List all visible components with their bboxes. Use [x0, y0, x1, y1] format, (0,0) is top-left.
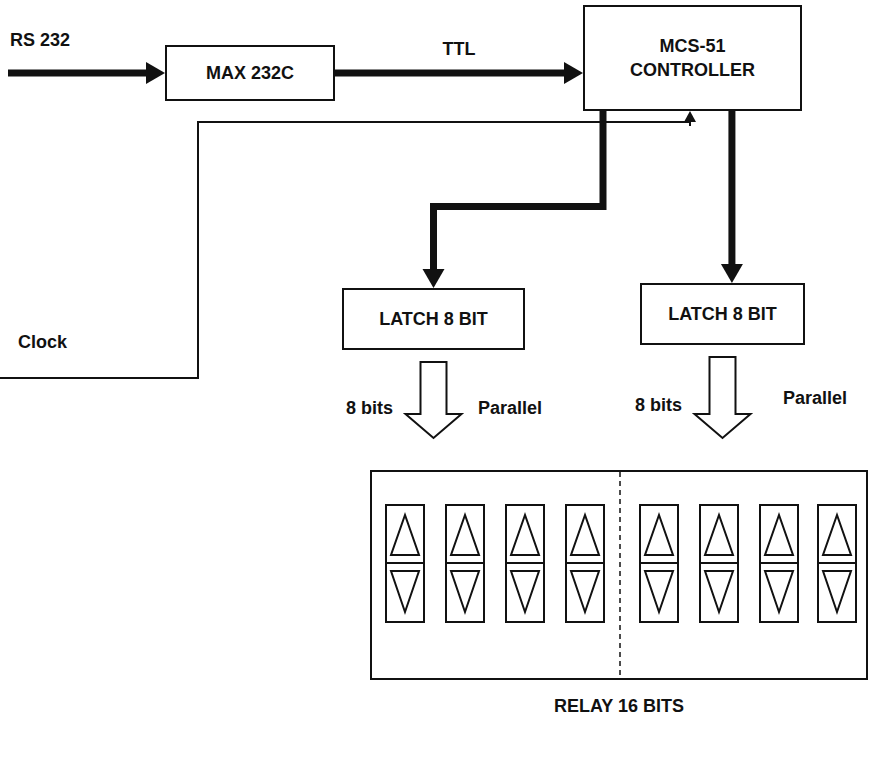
box-text: LATCH 8 BIT [668, 302, 777, 326]
latch-box: LATCH 8 BIT [342, 288, 525, 350]
bus-line [335, 70, 565, 77]
arrow-head [564, 62, 583, 84]
arrow-head [721, 264, 743, 283]
signal-label: RS 232 [10, 30, 70, 52]
connector [406, 362, 462, 438]
bus-type-label: Parallel [478, 398, 542, 420]
bus-width-label: 8 bits [635, 395, 682, 417]
controller-box: MCS-51 CONTROLLER [583, 5, 802, 111]
connector [423, 111, 604, 288]
connector [695, 357, 751, 438]
latch-box: LATCH 8 BIT [640, 283, 805, 345]
relay-cells [386, 472, 856, 678]
arrow-head [423, 269, 445, 288]
bus-line [728, 111, 735, 265]
relay-bank-box: RELAY 16 BITS [370, 470, 868, 680]
input-bus [8, 62, 165, 84]
box-text: LATCH 8 BIT [379, 307, 488, 331]
interface-chip-box: MAX 232C [165, 45, 335, 101]
box-text: MCS-51 CONTROLLER [595, 34, 790, 83]
connector [721, 111, 743, 283]
clock-line [0, 111, 696, 378]
box-text: MAX 232C [206, 61, 294, 85]
signal-label: Clock [18, 332, 67, 354]
connector [335, 62, 583, 84]
bus-width-label: 8 bits [346, 398, 393, 420]
bus-type-label: Parallel [783, 388, 847, 410]
bus-line [434, 111, 604, 270]
parallel-arrow [406, 362, 462, 438]
signal-label: TTL [441, 39, 478, 61]
parallel-arrow [695, 357, 751, 438]
box-text: RELAY 16 BITS [372, 694, 866, 718]
